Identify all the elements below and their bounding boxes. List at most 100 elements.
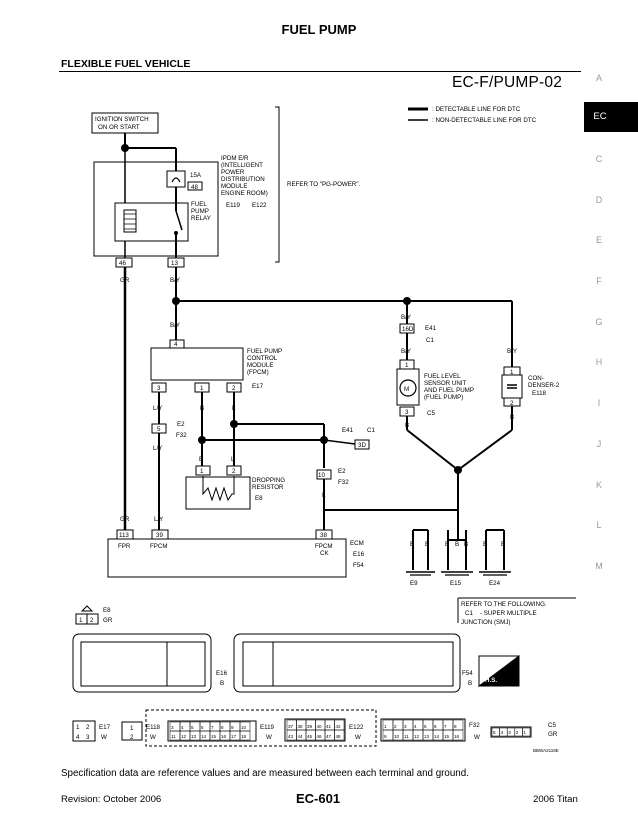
resistor-pin-1-text: 1 [200, 468, 204, 475]
conn-e17-pin-3: 3 [86, 734, 90, 741]
e122-pin-text: 44 [298, 734, 304, 739]
fpcm-label-2: CONTROL [247, 355, 278, 362]
condenser-wire-bottom: B [510, 414, 514, 421]
ecm-conn-2: F54 [353, 562, 364, 569]
conn-e122-color: W [355, 734, 361, 741]
index-letter-e[interactable]: E [595, 235, 602, 245]
fuel-conn: C5 [427, 410, 435, 417]
refer-c1: C1 [465, 610, 473, 617]
fuel-wire-bottom: B [405, 422, 409, 429]
e119-pin-text: 4 [181, 725, 184, 730]
conn-e119-label: E119 [260, 724, 275, 731]
index-letter-g[interactable]: G [595, 317, 603, 327]
e17-connector [72, 720, 96, 742]
f54-pin-grid-right [272, 641, 454, 687]
fpcm-label-1: FUEL PUMP [247, 348, 282, 355]
e119-pin-text: 16 [221, 734, 227, 739]
fpcm-conn: E17 [252, 383, 264, 390]
fpcm-pin-4-text: 4 [174, 341, 178, 348]
ipdm-desc-1: IPDM E/R [221, 155, 249, 162]
index-letter-a[interactable]: A [595, 73, 602, 83]
conn-e118-pin-1: 1 [130, 725, 134, 732]
index-letter-c[interactable]: C [595, 154, 603, 164]
ground-e9: E9 [410, 580, 418, 587]
e119-pin-text: 10 [241, 725, 247, 730]
resistor-pin-2 [226, 465, 242, 476]
splice-l [230, 420, 238, 428]
f32-pin-text: 3 [404, 724, 407, 729]
fuse-pin-box [187, 181, 203, 191]
conn-e8-color: GR [103, 617, 113, 624]
fpcm-wire-l: L [232, 405, 236, 412]
index-letter-i[interactable]: I [597, 398, 601, 408]
ground-wire-4: B [455, 541, 459, 548]
ecm-box [107, 538, 347, 578]
section-title: FLEXIBLE FUEL VEHICLE [61, 58, 191, 70]
fuel-label-4: (FUEL PUMP) [424, 394, 463, 401]
refer-line-3: JUNCTION (SMJ) [461, 619, 511, 626]
relay-label-3: RELAY [191, 215, 211, 222]
e119-pin-text: 14 [201, 734, 207, 739]
fpcm-label-3: MODULE [247, 362, 273, 369]
index-tab-ec-active[interactable]: EC [584, 102, 638, 132]
e119-pin-text: 11 [171, 734, 176, 739]
resistor-conn: E8 [255, 495, 263, 502]
index-letter-k[interactable]: K [595, 480, 602, 490]
e119-pin-text: 12 [181, 734, 187, 739]
fuel-pump-unit-box [396, 368, 420, 406]
title-rule [59, 71, 581, 72]
diagram-ref-code: BBWA2118E [533, 748, 559, 753]
fpcm-pin-2-text: 2 [232, 385, 236, 392]
c5-pin-text: 3 [508, 730, 511, 735]
ecm-pin-39-text: 39 [156, 532, 163, 539]
c5-cell [522, 727, 531, 737]
wire-l-lower: L [322, 492, 326, 499]
e122-pin-text: 45 [307, 734, 313, 739]
index-letter-l[interactable]: L [596, 520, 602, 530]
c1-label: C1 [426, 337, 434, 344]
c1-pin-16d-text: 16D [402, 326, 414, 333]
ipdm-desc-5: MODULE [221, 183, 247, 190]
f32-pin-text: 9 [384, 734, 387, 739]
f32-pin-text: 4 [414, 724, 417, 729]
index-letter-m[interactable]: M [595, 561, 603, 571]
section-index-sidebar: A EC C D E F G H I J K L M [584, 0, 638, 819]
conn-e118-pin-2: 2 [130, 734, 134, 741]
ecm-pin-fpr: FPR [118, 543, 131, 550]
f54-pin-grid-left [242, 641, 274, 687]
ipdm-desc-2: (INTELLIGENT [221, 162, 263, 169]
splice-ground [454, 466, 462, 474]
ecm-wire-ly: L/Y [154, 516, 163, 523]
index-letter-f[interactable]: F [596, 276, 602, 286]
e2-label-left: E2 [177, 421, 185, 428]
e119-cell [239, 730, 251, 741]
index-letter-d[interactable]: D [595, 195, 603, 205]
index-letter-j[interactable]: J [596, 439, 602, 449]
c1-pin-3d-text: 3D [358, 442, 366, 449]
e2-pin-5-text: 5 [157, 426, 161, 433]
conn-e16-label: E16 [216, 670, 228, 677]
fuel-pin-1-text: 1 [405, 362, 409, 369]
f32-pin-text: 14 [434, 734, 440, 739]
relay-coil [123, 209, 137, 233]
ignition-label-2: ON OR START [98, 124, 140, 131]
fuel-wire-top-1: B/Y [401, 314, 411, 321]
conn-e17-pin-1: 1 [76, 724, 80, 731]
f32-pin-text: 7 [444, 724, 447, 729]
ipdm-bracket [275, 106, 280, 263]
e2-label-right: E2 [338, 468, 346, 475]
f32-pin-text: 11 [404, 734, 409, 739]
index-letter-h[interactable]: H [595, 357, 603, 367]
splice-by-left [172, 297, 180, 305]
fuel-label-2: SENSOR UNIT [424, 380, 467, 387]
ipdm-box [93, 161, 219, 257]
fuse-15a [166, 170, 186, 188]
diagram-code: EC-F/PUMP-02 [452, 74, 563, 91]
f32-pin-text: 2 [394, 724, 397, 729]
fuel-pin-3-text: 3 [405, 409, 409, 416]
e122-pin-text: 42 [336, 724, 342, 729]
e119-pin-text: 13 [191, 734, 197, 739]
footer-model: 2006 Titan [533, 794, 578, 805]
ground-wire-2: B [425, 541, 429, 548]
